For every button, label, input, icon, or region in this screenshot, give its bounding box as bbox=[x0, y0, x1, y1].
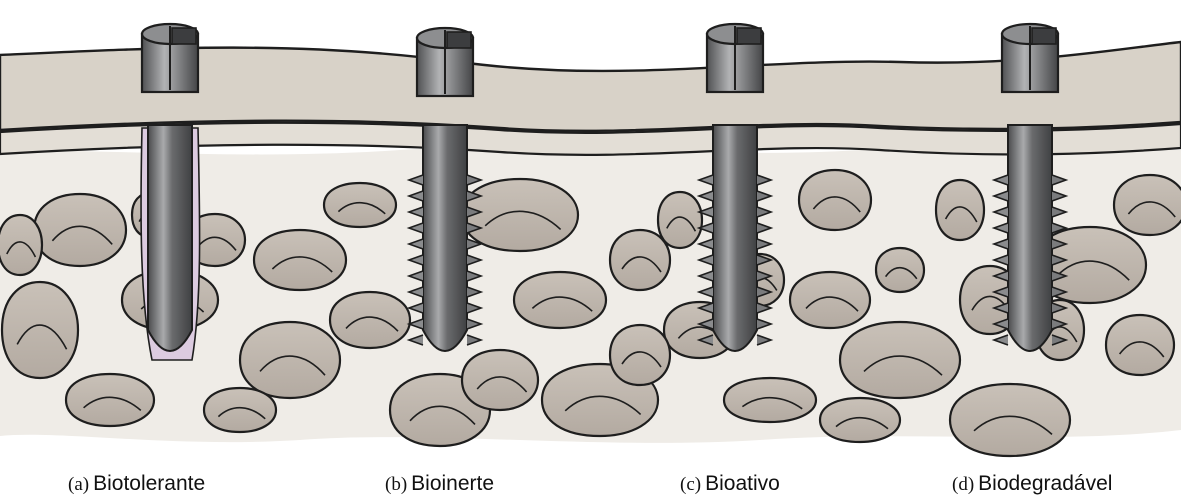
caption-b-letter: (b) bbox=[385, 474, 407, 495]
bone-pore bbox=[2, 282, 78, 378]
screw-slot-cut bbox=[447, 32, 471, 48]
bone-pore bbox=[324, 183, 396, 227]
bone-pore bbox=[240, 322, 340, 398]
bone-pore bbox=[840, 322, 960, 398]
bone-pore bbox=[462, 179, 578, 251]
caption-d-letter: (d) bbox=[952, 474, 974, 495]
bone-pore bbox=[1114, 175, 1181, 235]
caption-d: (d)Biodegradável bbox=[952, 470, 1112, 500]
bone-pore bbox=[658, 192, 702, 248]
bone-pore bbox=[724, 378, 816, 422]
caption-c: (c)Bioativo bbox=[680, 470, 780, 500]
screw-slot-cut bbox=[1032, 28, 1056, 44]
screw-shaft bbox=[423, 125, 467, 351]
bone-pore bbox=[514, 272, 606, 328]
bone-pore bbox=[950, 384, 1070, 456]
screw-icon bbox=[141, 24, 200, 360]
screw-shaft bbox=[1008, 125, 1052, 351]
caption-a-letter: (a) bbox=[68, 474, 89, 495]
screw-slot-cut bbox=[737, 28, 761, 44]
bone-pore bbox=[610, 230, 670, 290]
bone-pore bbox=[876, 248, 924, 292]
bone-pore bbox=[330, 292, 410, 348]
caption-a: (a)Biotolerante bbox=[68, 470, 205, 500]
bone-pore bbox=[204, 388, 276, 432]
caption-d-name: Biodegradável bbox=[978, 472, 1112, 495]
screw-shaft bbox=[713, 125, 757, 351]
caption-b-name: Bioinerte bbox=[411, 472, 494, 495]
caption-b: (b)Bioinerte bbox=[385, 470, 494, 500]
bone-pore bbox=[462, 350, 538, 410]
bone-pore bbox=[790, 272, 870, 328]
bone-pore bbox=[820, 398, 900, 442]
bone-pore bbox=[799, 170, 871, 230]
screw-shaft bbox=[148, 125, 192, 351]
bone-pore bbox=[1106, 315, 1174, 375]
bone-pore bbox=[34, 194, 126, 266]
bone-pore bbox=[0, 215, 42, 275]
caption-c-name: Bioativo bbox=[705, 472, 780, 495]
bone-pore bbox=[610, 325, 670, 385]
screw-slot-cut bbox=[172, 28, 196, 44]
bone-pore bbox=[936, 180, 984, 240]
bone-pore bbox=[66, 374, 154, 426]
caption-a-name: Biotolerante bbox=[93, 472, 205, 495]
bone-pore bbox=[254, 230, 346, 290]
caption-c-letter: (c) bbox=[680, 474, 701, 495]
